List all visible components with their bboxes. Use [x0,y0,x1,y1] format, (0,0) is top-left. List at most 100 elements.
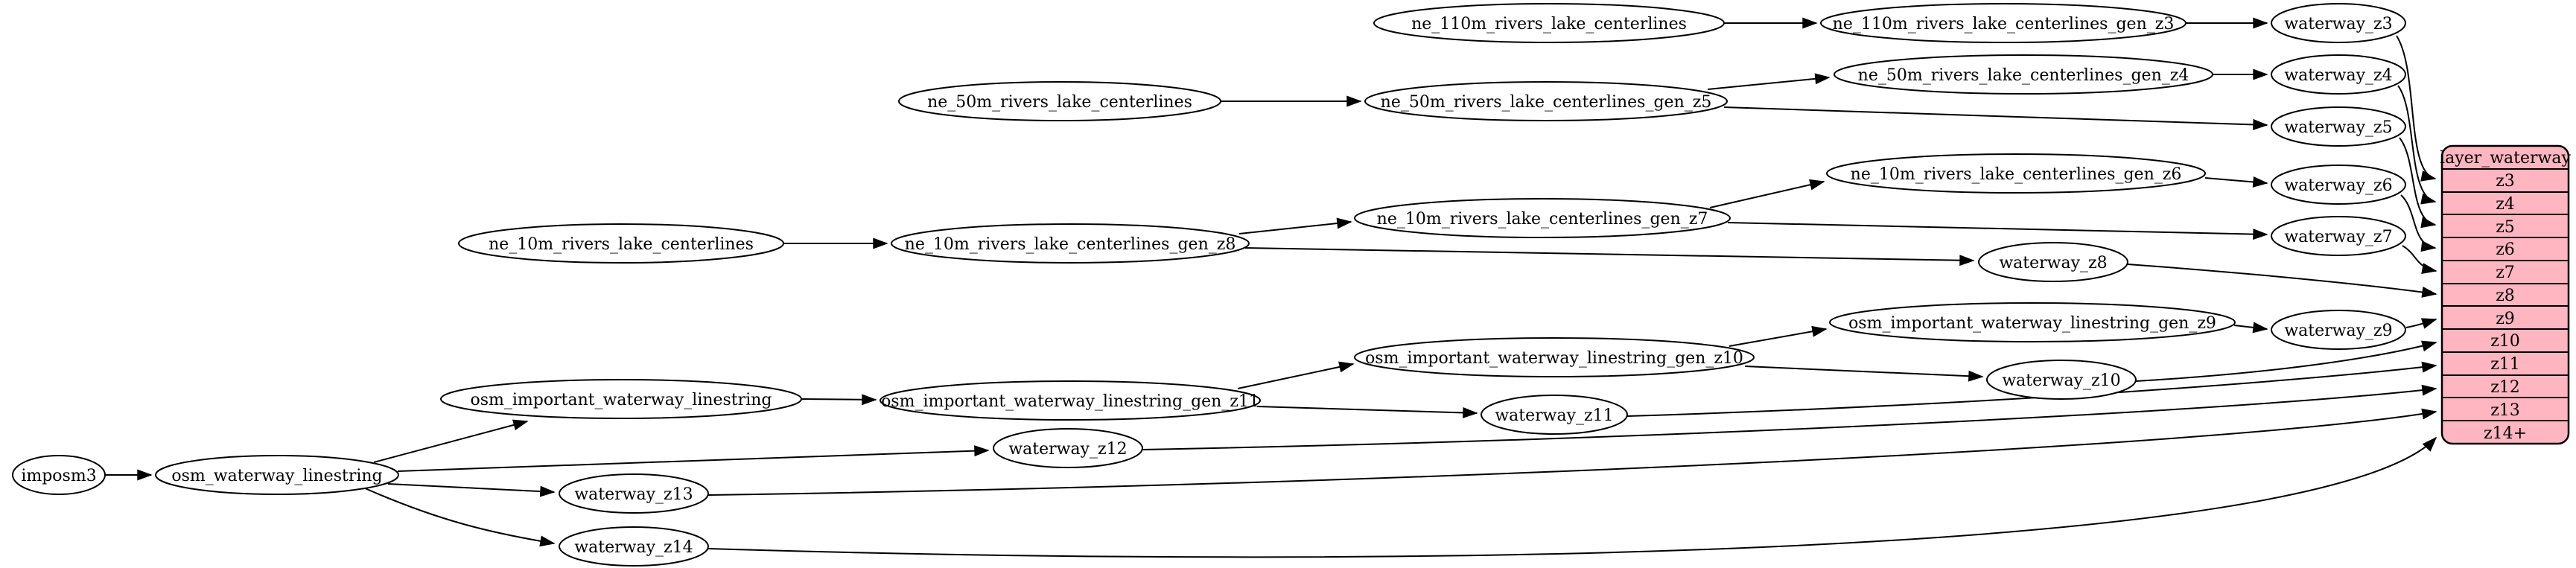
record-layer-waterway: layer_waterway z3 z4 z5 z6 z7 z8 z9 z10 … [2440,144,2571,445]
edge-gen_z7-to-gen_z6 [1709,179,1825,208]
edge-gen_z11-to-gen_z10 [1237,361,1355,389]
edge-gen_z8-to-waterway_z8 [1244,247,1975,267]
svg-text:waterway_z11: waterway_z11 [1495,406,1613,425]
edge-gen_z10-to-waterway_z10 [1744,366,1984,382]
edge-waterway_z12-to-row-z12 [1142,384,2437,450]
svg-text:waterway_z6: waterway_z6 [2284,176,2392,195]
svg-text:ne_10m_rivers_lake_centerlines: ne_10m_rivers_lake_centerlines_gen_z7 [1377,210,1708,229]
edge-osm_waterway_linestring-to-waterway_z12 [397,445,990,472]
edge-waterway_z3-to-row-z3 [2396,35,2437,182]
edge-waterway_z5-to-row-z5 [2399,137,2437,229]
node-waterway-z10: waterway_z10 [1986,360,2137,400]
edge-osm_important_waterway_linestring-to-gen_z11 [801,394,877,406]
node-ne-110m-rivers-lake-centerlines-gen-z3: ne_110m_rivers_lake_centerlines_gen_z3 [1820,3,2187,43]
record-row-z3: z3 [2496,172,2515,191]
svg-text:waterway_z5: waterway_z5 [2284,118,2392,137]
svg-text:osm_waterway_linestring: osm_waterway_linestring [171,467,382,485]
svg-text:ne_110m_rivers_lake_centerline: ne_110m_rivers_lake_centerlines_gen_z3 [1833,15,2175,33]
edge-osm_waterway_linestring-to-waterway_z13 [387,483,556,497]
svg-text:waterway_z9: waterway_z9 [2284,322,2392,340]
record-row-z6: z6 [2496,240,2515,259]
edge-gen_z5-to-gen_z4 [1707,73,1831,90]
node-ne-10m-rivers-lake-centerlines-gen-z7: ne_10m_rivers_lake_centerlines_gen_z7 [1354,198,1731,238]
svg-text:waterway_z14: waterway_z14 [574,538,693,557]
node-ne-10m-rivers-lake-centerlines: ne_10m_rivers_lake_centerlines [458,223,784,264]
node-waterway-z8: waterway_z8 [1978,242,2128,282]
edge-waterway_z14-to-row-z14plus [707,436,2437,558]
node-ne-50m-rivers-lake-centerlines-gen-z5: ne_50m_rivers_lake_centerlines_gen_z5 [1364,81,1728,121]
node-waterway-z9: waterway_z9 [2271,310,2406,350]
node-ne-110m-rivers-lake-centerlines: ne_110m_rivers_lake_centerlines [1373,3,1725,43]
edge-waterway_z4-to-row-z4 [2397,85,2437,205]
node-waterway-z7: waterway_z7 [2271,216,2406,256]
svg-text:waterway_z8: waterway_z8 [1999,254,2107,272]
record-row-separators [2442,168,2569,421]
node-osm-important-waterway-linestring-gen-z9: osm_important_waterway_linestring_gen_z9 [1829,302,2236,342]
node-waterway-z3: waterway_z3 [2271,3,2406,43]
record-row-z8: z8 [2496,287,2515,305]
record-row-z9: z9 [2496,310,2515,328]
edge-gen_z10-to-gen_z9 [1729,325,1828,347]
svg-text:waterway_z12: waterway_z12 [1008,440,1127,459]
svg-text:osm_important_waterway_linestr: osm_important_waterway_linestring_gen_z1… [881,392,1259,411]
record-row-z5: z5 [2496,218,2515,237]
svg-text:ne_10m_rivers_lake_centerlines: ne_10m_rivers_lake_centerlines [489,235,754,254]
edge-gen_z9-to-waterway_z9 [2233,322,2268,334]
svg-text:waterway_z3: waterway_z3 [2284,15,2392,33]
edge-waterway_z13-to-row-z13 [707,408,2437,496]
edge-waterway_z6-to-row-z6 [2400,194,2437,252]
edge-gen_z6-to-waterway_z6 [2204,176,2268,188]
node-osm-important-waterway-linestring-gen-z11: osm_important_waterway_linestring_gen_z1… [880,380,1261,421]
svg-text:ne_10m_rivers_lake_centerlines: ne_10m_rivers_lake_centerlines_gen_z8 [905,235,1236,254]
record-row-z11: z11 [2490,355,2520,374]
edge-waterway_z10-to-row-z10 [2135,340,2437,382]
edge-waterway_z7-to-row-z7 [2402,245,2437,274]
svg-text:ne_50m_rivers_lake_centerlines: ne_50m_rivers_lake_centerlines_gen_z5 [1381,93,1712,112]
record-row-z12: z12 [2490,378,2520,397]
svg-text:ne_110m_rivers_lake_centerline: ne_110m_rivers_lake_centerlines [1411,15,1687,33]
node-waterway-z6: waterway_z6 [2271,165,2406,205]
svg-text:ne_50m_rivers_lake_centerlines: ne_50m_rivers_lake_centerlines [927,93,1192,112]
node-ne-10m-rivers-lake-centerlines-gen-z6: ne_10m_rivers_lake_centerlines_gen_z6 [1826,153,2206,194]
record-header: layer_waterway [2440,149,2571,167]
node-waterway-z12: waterway_z12 [993,428,1143,468]
edge-waterway_z8-to-row-z8 [2127,264,2437,298]
edge-osm_waterway_linestring-to-osm_important_waterway_linestring [373,419,529,463]
node-osm-important-waterway-linestring-gen-z10: osm_important_waterway_linestring_gen_z1… [1354,337,1755,377]
node-ne-50m-rivers-lake-centerlines: ne_50m_rivers_lake_centerlines [898,81,1221,121]
svg-text:ne_10m_rivers_lake_centerlines: ne_10m_rivers_lake_centerlines_gen_z6 [1851,165,2182,184]
edge-waterway_z11-to-row-z11 [1626,361,2437,417]
node-waterway-z4: waterway_z4 [2271,54,2406,95]
edge-gen_z5-to-waterway_z5 [1723,106,2268,130]
record-row-z10: z10 [2490,332,2520,351]
svg-text:waterway_z10: waterway_z10 [2002,371,2120,390]
edge-gen_z11-to-waterway_z11 [1256,406,1478,418]
node-waterway-z11: waterway_z11 [1481,395,1628,435]
node-osm-waterway-linestring: osm_waterway_linestring [155,455,399,495]
svg-text:waterway_z13: waterway_z13 [574,485,693,504]
nodes: imposm3 osm_waterway_linestring osm_impo… [12,3,2406,567]
svg-text:ne_50m_rivers_lake_centerlines: ne_50m_rivers_lake_centerlines_gen_z4 [1858,66,2189,85]
record-row-z4: z4 [2496,195,2515,214]
node-waterway-z13: waterway_z13 [559,473,709,514]
svg-text:osm_important_waterway_linestr: osm_important_waterway_linestring_gen_z9 [1848,314,2216,333]
svg-text:waterway_z4: waterway_z4 [2284,66,2392,85]
node-imposm3: imposm3 [12,455,106,495]
svg-text:waterway_z7: waterway_z7 [2284,228,2392,246]
svg-text:imposm3: imposm3 [21,467,96,485]
record-row-z13: z13 [2490,401,2520,420]
node-osm-important-waterway-linestring: osm_important_waterway_linestring [440,379,802,419]
svg-text:osm_important_waterway_linestr: osm_important_waterway_linestring_gen_z1… [1365,349,1743,368]
record-row-z7: z7 [2496,264,2515,282]
svg-text:osm_important_waterway_linestr: osm_important_waterway_linestring [470,391,772,409]
record-box [2440,144,2570,445]
record-row-z14plus: z14+ [2484,424,2527,443]
edge-gen_z8-to-gen_z7 [1238,217,1352,234]
node-ne-50m-rivers-lake-centerlines-gen-z4: ne_50m_rivers_lake_centerlines_gen_z4 [1834,54,2213,95]
node-waterway-z5: waterway_z5 [2271,106,2406,147]
edges [105,17,2437,558]
node-waterway-z14: waterway_z14 [559,526,709,567]
edge-gen_z7-to-waterway_z7 [1727,222,2268,240]
